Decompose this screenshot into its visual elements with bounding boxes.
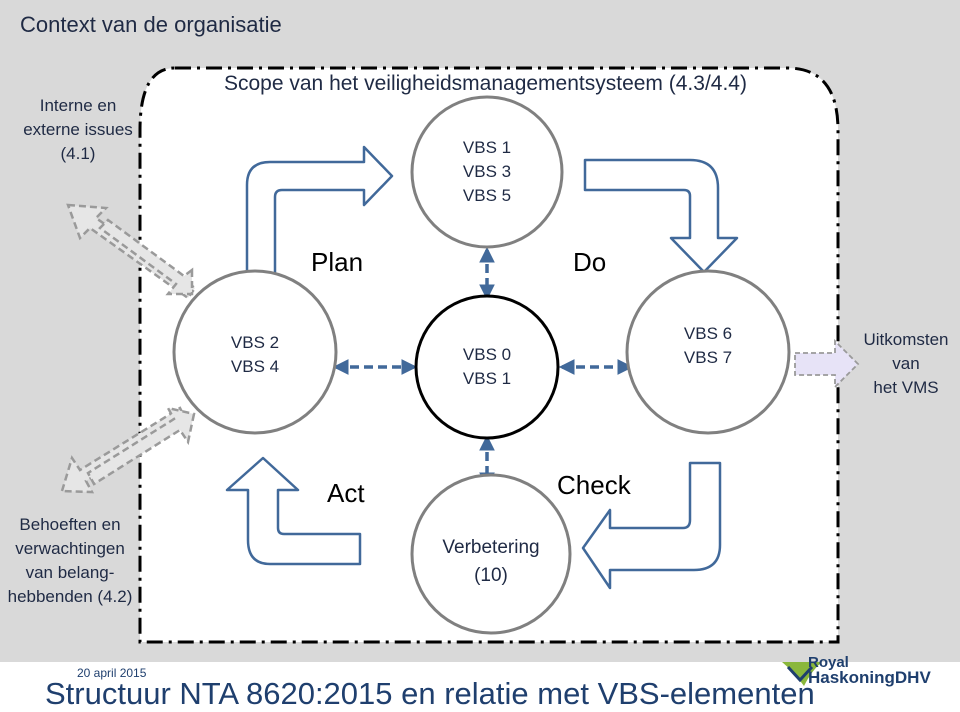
phase-plan-label: Plan	[311, 247, 364, 277]
phase-check-label: Check	[557, 470, 631, 500]
footer-date: 20 april 2015	[77, 666, 147, 680]
outcome-arrow	[794, 338, 860, 390]
phase-act-label: Act	[327, 478, 365, 508]
external-double-arrow-bottom	[60, 406, 196, 494]
node-left-circle	[172, 269, 338, 435]
logo-text-royal: Royal	[808, 654, 849, 671]
node-bottom-text: Verbetering(10)	[442, 537, 540, 586]
do-arrow	[583, 158, 739, 274]
scope-title: Scope van het veiligheidsmanagementsyste…	[224, 72, 747, 95]
node-center-circle	[414, 294, 560, 440]
slide-title: Structuur NTA 8620:2015 en relatie met V…	[45, 676, 815, 711]
node-bottom-circle	[410, 473, 572, 635]
logo-text-haskoning: HaskoningDHV	[808, 668, 931, 687]
external-double-arrow-top	[66, 203, 197, 300]
node-top-circle	[410, 95, 564, 249]
plan-arrow	[245, 145, 394, 287]
node-right-circle	[625, 269, 791, 435]
logo-mark	[782, 662, 822, 686]
check-arrow	[581, 461, 722, 590]
context-title: Context van de organisatie	[20, 12, 282, 37]
phase-do-label: Do	[573, 247, 607, 277]
act-arrow	[225, 456, 362, 566]
